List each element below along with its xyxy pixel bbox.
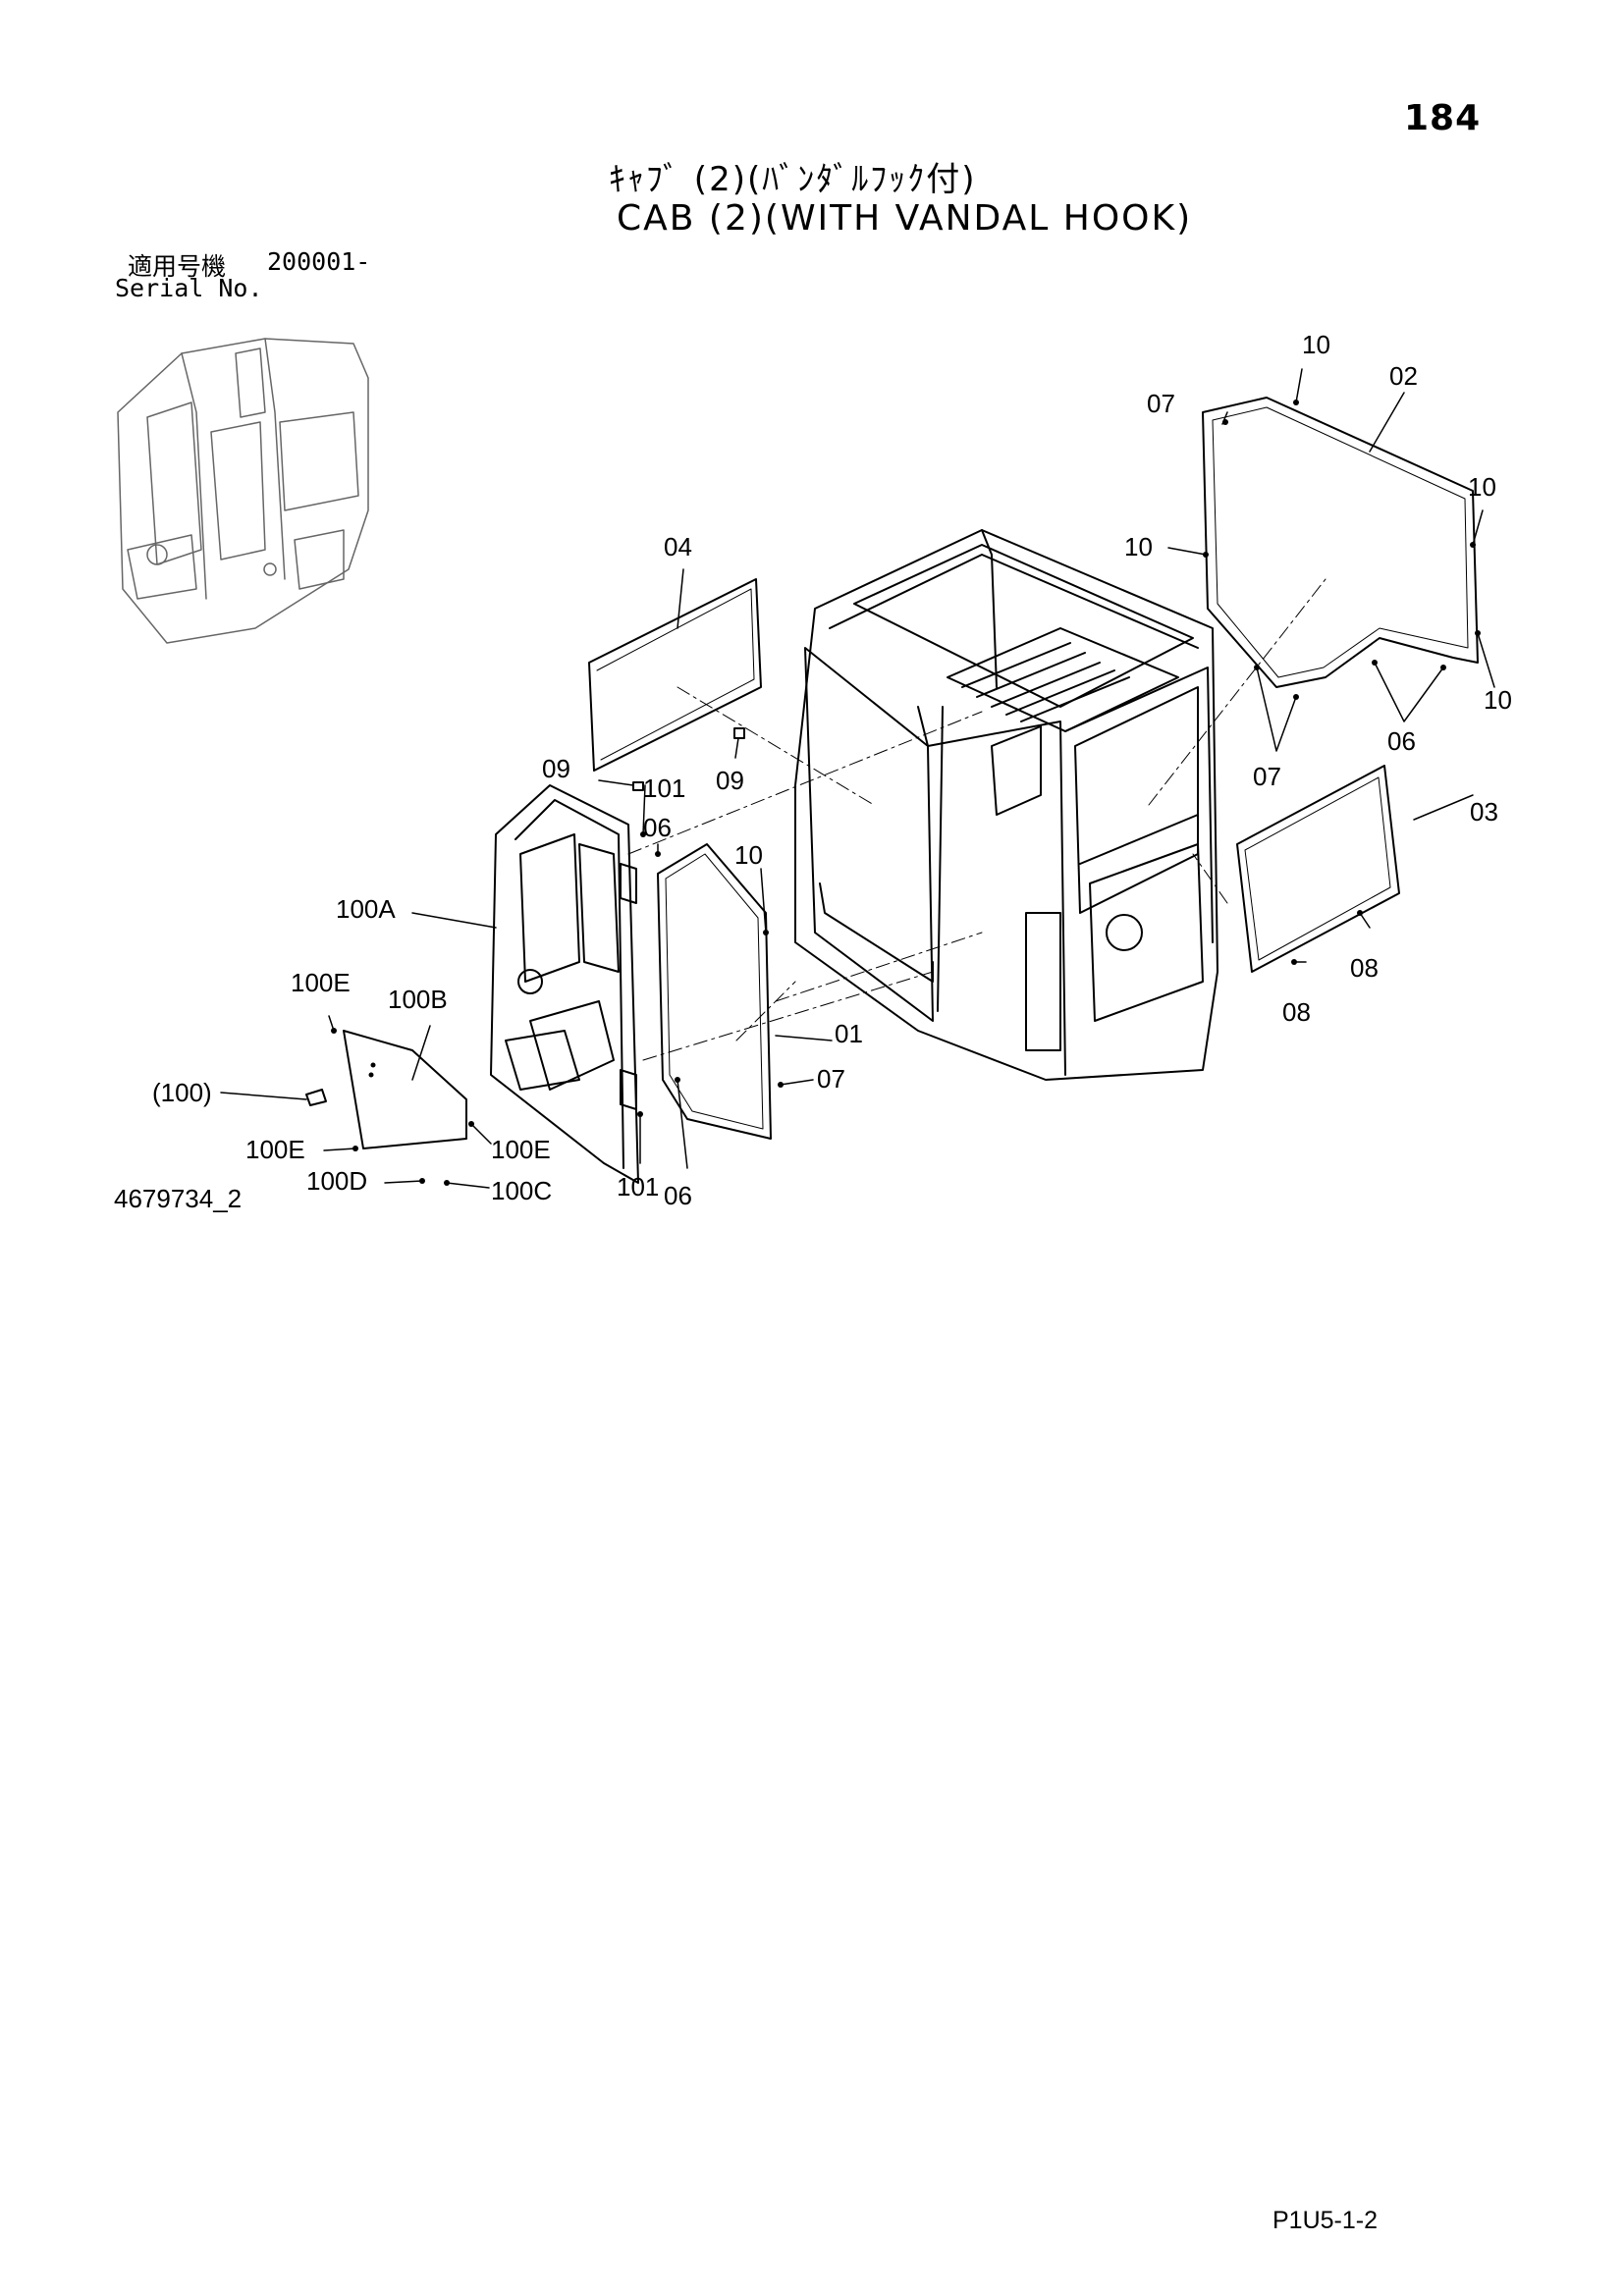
callout-06: 06 [664, 1181, 692, 1210]
clip-09-b [733, 727, 745, 739]
title-japanese: ｷｬﾌﾞ (2)(ﾊﾞﾝﾀﾞﾙﾌｯｸ付) [609, 160, 977, 199]
drawing-number: 4679734_2 [114, 1184, 243, 1213]
callout-06: 06 [1387, 726, 1416, 756]
callout-10: 10 [734, 840, 763, 870]
page-number: 184 [1404, 98, 1482, 138]
callout-02: 02 [1389, 361, 1418, 391]
serial-label-english: Serial No. [115, 274, 263, 302]
callout-07: 07 [1253, 762, 1281, 791]
callout-100E: 100E [245, 1135, 305, 1164]
callout-10: 10 [1302, 330, 1330, 359]
callout-101: 101 [643, 774, 685, 803]
callout-01: 01 [835, 1019, 863, 1048]
door-100A [490, 784, 639, 1184]
glass-04 [588, 578, 762, 772]
alignment-lines [627, 578, 1326, 1061]
panel-100B [343, 1030, 467, 1149]
callout-100B: 100B [388, 985, 448, 1014]
callout-10: 10 [1468, 472, 1496, 502]
callout-10: 10 [1484, 685, 1512, 715]
callout-100C: 100C [491, 1176, 552, 1205]
callout-100A: 100A [336, 894, 396, 924]
callout-03: 03 [1470, 797, 1498, 827]
callout-100E: 100E [491, 1135, 551, 1164]
callout-09: 09 [542, 754, 570, 783]
callout-labels: 10 02 07 10 10 10 06 07 03 08 08 04 09 1… [152, 330, 1512, 1210]
cab-frame [794, 529, 1218, 1081]
callout-07: 07 [1147, 389, 1175, 418]
leader-dots [331, 400, 1481, 1186]
callout-100D: 100D [306, 1166, 367, 1196]
callout-09: 09 [716, 766, 744, 795]
clip-09-a [632, 781, 644, 791]
glass-02 [1202, 397, 1479, 688]
glass-01 [657, 843, 772, 1140]
callout-07: 07 [817, 1064, 845, 1094]
callout-04: 04 [664, 532, 692, 561]
page-code: P1U5-1-2 [1272, 2207, 1378, 2234]
callout-100: (100) [152, 1078, 212, 1107]
glass-03 [1236, 765, 1400, 973]
serial-label-japanese: 適用号機 [128, 252, 227, 281]
callout-100E: 100E [291, 968, 351, 997]
cab-thumbnail [117, 338, 369, 644]
leader-lines [220, 368, 1495, 1189]
callout-08: 08 [1282, 997, 1311, 1027]
callout-10: 10 [1124, 532, 1153, 561]
serial-range: 200001- [267, 247, 371, 276]
callout-06: 06 [643, 813, 672, 842]
callout-101: 101 [617, 1172, 659, 1201]
callout-08: 08 [1350, 953, 1379, 983]
label-plate-100 [305, 1089, 327, 1106]
title-english: CAB (2)(WITH VANDAL HOOK) [617, 198, 1193, 239]
